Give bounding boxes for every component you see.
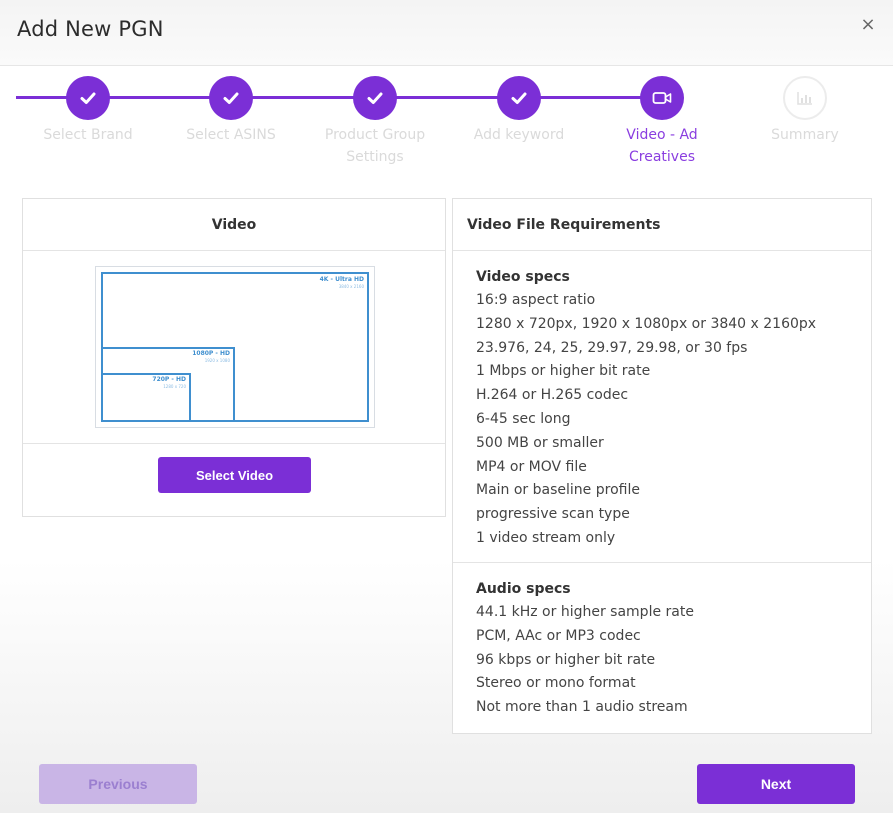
spec-line: Not more than 1 audio stream xyxy=(476,699,688,716)
resolution-preview-image: 4K - Ultra HD 3840 x 2160 1080P - HD 192… xyxy=(95,266,375,428)
spec-line: MP4 or MOV file xyxy=(476,458,587,475)
spec-line: 500 MB or smaller xyxy=(476,434,604,451)
video-panel: Video 4K - Ultra HD 3840 x 2160 1080P - … xyxy=(22,198,446,517)
step-label: Add keyword xyxy=(473,127,565,143)
spec-line: 16:9 aspect ratio xyxy=(476,292,596,308)
spec-line: H.264 or H.265 codec xyxy=(476,387,629,404)
video-specs-title: Video specs xyxy=(476,269,570,285)
close-icon[interactable]: × xyxy=(860,14,876,35)
select-video-button[interactable]: Select Video xyxy=(158,457,311,493)
video-preview-area: 4K - Ultra HD 3840 x 2160 1080P - HD 192… xyxy=(23,251,445,444)
spec-line: 96 kbps or higher bit rate xyxy=(476,651,656,668)
spec-line: 1 video stream only xyxy=(476,529,616,546)
requirements-panel-title: Video File Requirements xyxy=(453,199,871,251)
bar-chart-icon xyxy=(783,76,827,120)
check-icon xyxy=(353,76,397,120)
requirements-panel: Video File Requirements Video specs 16:9… xyxy=(452,198,872,734)
spec-line: Stereo or mono format xyxy=(476,675,636,692)
resolution-sublabel: 3840 x 2160 xyxy=(338,284,364,289)
step-label: Product Group Settings xyxy=(324,127,426,165)
step-add-keyword[interactable]: Add keyword xyxy=(439,76,599,146)
step-label-active: Video - Ad Creatives xyxy=(626,127,698,165)
step-summary[interactable]: Summary xyxy=(725,76,885,146)
step-label: Summary xyxy=(771,127,839,143)
stepper-progress-line xyxy=(16,96,662,99)
audio-specs-section: Audio specs 44.1 kHz or higher sample ra… xyxy=(453,563,871,720)
audio-specs-title: Audio specs xyxy=(476,581,571,597)
step-product-group-settings[interactable]: Product Group Settings xyxy=(295,76,455,168)
resolution-sublabel: 1280 x 720 xyxy=(163,384,186,389)
resolution-720p-frame: 720P - HD 1280 x 720 xyxy=(101,373,191,422)
step-select-brand[interactable]: Select Brand xyxy=(8,76,168,146)
video-panel-title: Video xyxy=(23,199,445,251)
modal-title: Add New PGN xyxy=(17,17,164,41)
video-specs-section: Video specs 16:9 aspect ratio 1280 x 720… xyxy=(453,251,871,563)
check-icon xyxy=(66,76,110,120)
spec-line: 1 Mbps or higher bit rate xyxy=(476,363,651,380)
spec-line: progressive scan type xyxy=(476,506,630,523)
spec-line: Main or baseline profile xyxy=(476,482,640,499)
next-button[interactable]: Next xyxy=(697,764,855,804)
stepper: Select Brand Select ASINS Product Group … xyxy=(0,66,893,178)
check-icon xyxy=(209,76,253,120)
spec-line: PCM, AAc or MP3 codec xyxy=(476,627,641,644)
resolution-sublabel: 1920 x 1080 xyxy=(204,358,230,363)
previous-button[interactable]: Previous xyxy=(39,764,197,804)
spec-line: 6-45 sec long xyxy=(476,410,571,427)
video-camera-icon xyxy=(640,76,684,120)
step-video-ad-creatives[interactable]: Video - Ad Creatives xyxy=(582,76,742,168)
check-icon xyxy=(497,76,541,120)
spec-line: 23.976, 24, 25, 29.97, 29.98, or 30 fps xyxy=(476,339,748,356)
modal-header: Add New PGN × xyxy=(0,0,893,66)
spec-line: 1280 x 720px, 1920 x 1080px or 3840 x 21… xyxy=(476,315,817,332)
step-label: Select Brand xyxy=(43,127,133,143)
resolution-label: 720P - HD xyxy=(152,376,186,383)
step-label: Select ASINS xyxy=(186,127,276,143)
resolution-label: 4K - Ultra HD xyxy=(319,276,364,283)
resolution-label: 1080P - HD xyxy=(192,350,230,357)
step-select-asins[interactable]: Select ASINS xyxy=(151,76,311,146)
spec-line: 44.1 kHz or higher sample rate xyxy=(476,604,694,620)
